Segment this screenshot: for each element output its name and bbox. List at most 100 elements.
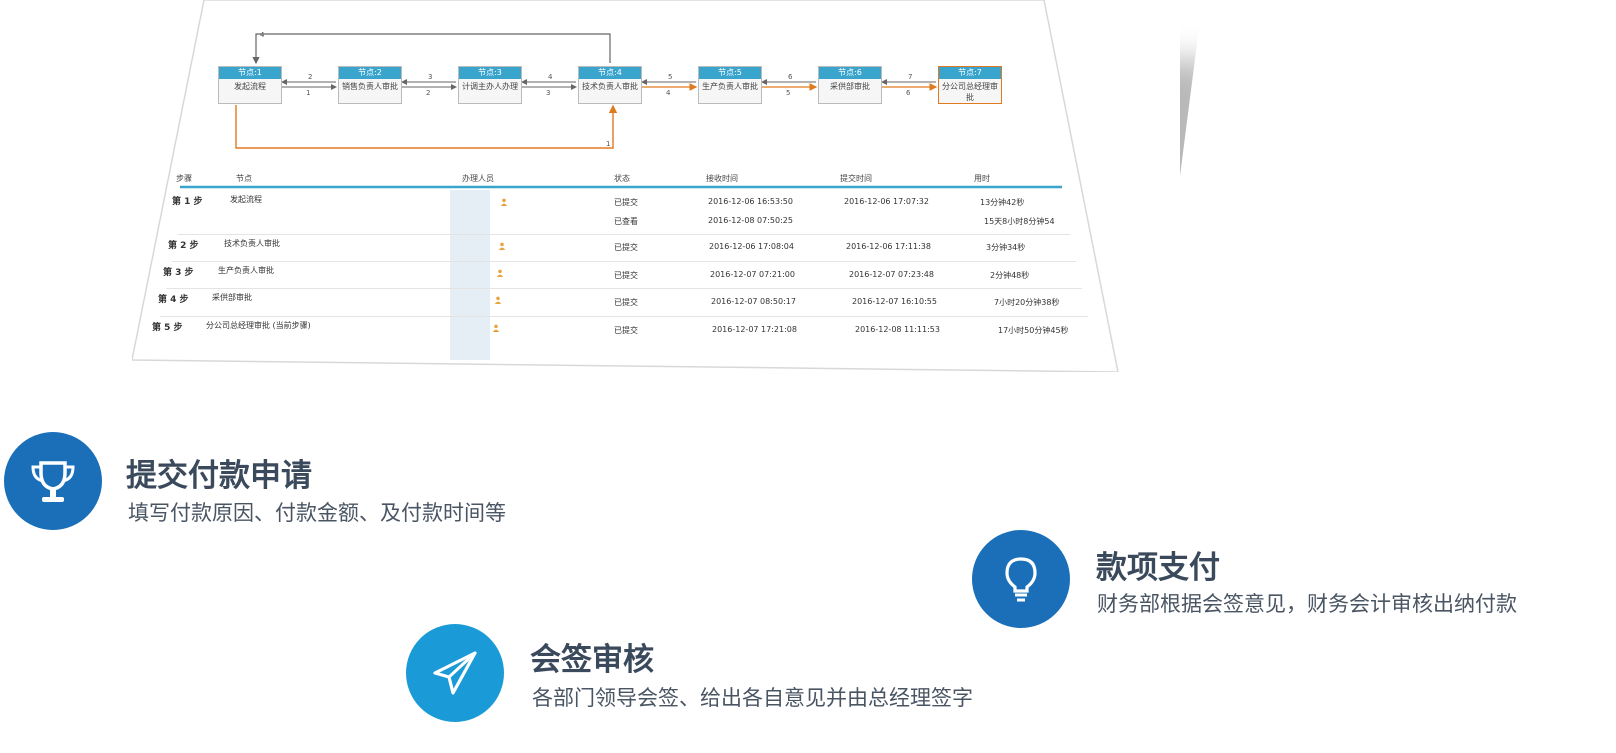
flow-node-label: 计调主办人办理 <box>462 82 518 91</box>
trophy-icon <box>31 461 75 502</box>
row-step: 第 3 步 <box>163 268 194 278</box>
feature-review-desc: 各部门领导会签、给出各自意见并由总经理签字 <box>532 686 973 710</box>
paper-plane-icon <box>433 651 477 695</box>
feature-review-title: 会签审核 <box>530 642 654 678</box>
col-header-receive: 接收时间 <box>706 174 738 183</box>
feature-payment-title: 款项支付 <box>1096 550 1220 586</box>
flow-node-3[interactable]: 节点:3 计调主办人办理 <box>458 66 522 104</box>
flow-node-2[interactable]: 节点:2 销售负责人审批 <box>338 66 402 104</box>
row-duration: 7小时20分钟38秒 <box>994 298 1060 307</box>
flow-node-6[interactable]: 节点:6 采供部审批 <box>818 66 882 104</box>
row-receive: 2016-12-07 08:50:17 <box>711 297 796 306</box>
row-divider <box>166 288 1082 289</box>
row-divider <box>160 316 1088 317</box>
col-header-node: 节点 <box>236 174 252 183</box>
person-icon <box>500 198 508 206</box>
edge-label-lower: 2 <box>426 89 431 97</box>
row-divider <box>178 234 1070 235</box>
row-duration: 15天8小时8分钟54 <box>984 217 1055 226</box>
person-icon <box>498 242 506 250</box>
row-node[interactable]: 生产负责人审批 <box>218 266 274 275</box>
edge-back-4-1 <box>252 33 611 65</box>
flow-node-label: 采供部审批 <box>830 82 870 91</box>
row-node[interactable]: 技术负责人审批 <box>224 239 280 248</box>
edge-label-upper: 3 <box>428 73 433 81</box>
flow-node-header: 节点:1 <box>219 67 281 79</box>
edge-label-lower: 5 <box>786 89 791 97</box>
row-submit: 2016-12-08 11:11:53 <box>855 325 940 334</box>
flow-node-label: 生产负责人审批 <box>702 82 758 91</box>
flow-node-label: 技术负责人审批 <box>582 82 638 91</box>
flow-node-header: 节点:5 <box>699 67 761 79</box>
flow-node-header: 节点:4 <box>579 67 641 79</box>
flow-node-1[interactable]: 节点:1 发起流程 <box>218 66 282 104</box>
flow-node-label: 发起流程 <box>234 82 266 91</box>
row-submit: 2016-12-06 17:07:32 <box>844 197 929 206</box>
col-header-status: 状态 <box>614 174 630 183</box>
row-step: 第 1 步 <box>172 197 203 207</box>
row-step: 第 5 步 <box>152 323 183 333</box>
row-step: 第 2 步 <box>168 241 199 251</box>
row-node[interactable]: 发起流程 <box>230 195 262 204</box>
feature-submit-desc: 填写付款原因、付款金额、及付款时间等 <box>128 501 506 525</box>
row-status: 已提交 <box>614 271 638 280</box>
person-icon <box>494 296 502 304</box>
row-status: 已提交 <box>614 198 638 207</box>
flow-node-5[interactable]: 节点:5 生产负责人审批 <box>698 66 762 104</box>
row-status: 已提交 <box>614 298 638 307</box>
row-submit: 2016-12-06 17:11:38 <box>846 242 931 251</box>
row-node[interactable]: 分公司总经理审批 (当前步骤) <box>206 321 311 330</box>
edge-label-lower: 6 <box>906 89 911 97</box>
row-status: 已提交 <box>614 326 638 335</box>
feature-submit-icon-circle <box>4 432 102 530</box>
lightbulb-icon <box>1005 557 1037 602</box>
person-icon <box>492 324 500 332</box>
row-divider <box>172 261 1076 262</box>
feature-payment-desc: 财务部根据会签意见，财务会计审核出纳付款 <box>1097 592 1517 616</box>
flow-node-label: 销售负责人审批 <box>342 82 398 91</box>
row-receive: 2016-12-06 17:08:04 <box>709 242 794 251</box>
row-receive: 2016-12-07 07:21:00 <box>710 270 795 279</box>
flow-node-header: 节点:7 <box>939 67 1001 79</box>
row-status: 已提交 <box>614 243 638 252</box>
edge-loop-1-4 <box>235 104 618 149</box>
edge-label-upper: 4 <box>548 73 553 81</box>
row-duration: 13分钟42秒 <box>980 198 1025 207</box>
row-submit: 2016-12-07 07:23:48 <box>849 270 934 279</box>
row-node[interactable]: 采供部审批 <box>212 293 252 302</box>
edge-label-lower: 1 <box>306 89 311 97</box>
row-receive: 2016-12-08 07:50:25 <box>708 216 793 225</box>
flow-node-header: 节点:3 <box>459 67 521 79</box>
edge-label-upper: 7 <box>908 73 913 81</box>
edge-label-lower: 3 <box>546 89 551 97</box>
col-header-step: 步骤 <box>176 174 192 183</box>
edge-label-lower: 4 <box>666 89 671 97</box>
edge-label-upper: 5 <box>668 73 673 81</box>
flow-node-label: 分公司总经理审批 <box>942 82 998 102</box>
col-header-submit: 提交时间 <box>840 174 872 183</box>
row-step: 第 4 步 <box>158 295 189 305</box>
col-header-handler: 办理人员 <box>462 174 494 183</box>
edge-label-upper: 2 <box>308 73 313 81</box>
row-receive: 2016-12-06 16:53:50 <box>708 197 793 206</box>
handler-blur <box>450 190 490 360</box>
edge-label-top: 4 <box>260 31 265 39</box>
flow-node-4[interactable]: 节点:4 技术负责人审批 <box>578 66 642 104</box>
person-icon <box>496 269 504 277</box>
edge-label-upper: 6 <box>788 73 793 81</box>
feature-review-icon-circle <box>406 624 504 722</box>
feature-payment-icon-circle <box>972 530 1070 628</box>
col-header-duration: 用时 <box>974 174 990 183</box>
row-duration: 3分钟34秒 <box>986 243 1026 252</box>
edge-label-loop: 1 <box>606 140 611 148</box>
row-duration: 2分钟48秒 <box>990 271 1030 280</box>
feature-submit-title: 提交付款申请 <box>126 458 312 494</box>
flow-node-header: 节点:6 <box>819 67 881 79</box>
row-receive: 2016-12-07 17:21:08 <box>712 325 797 334</box>
row-submit: 2016-12-07 16:10:55 <box>852 297 937 306</box>
flow-node-7[interactable]: 节点:7 分公司总经理审批 <box>938 66 1002 104</box>
row-duration: 17小时50分钟45秒 <box>998 326 1069 335</box>
workflow-screenshot: 节点:1 发起流程 节点:2 销售负责人审批 节点:3 计调主办人办理 节点:4… <box>132 0 1118 372</box>
row-status: 已查看 <box>614 217 638 226</box>
flow-node-header: 节点:2 <box>339 67 401 79</box>
